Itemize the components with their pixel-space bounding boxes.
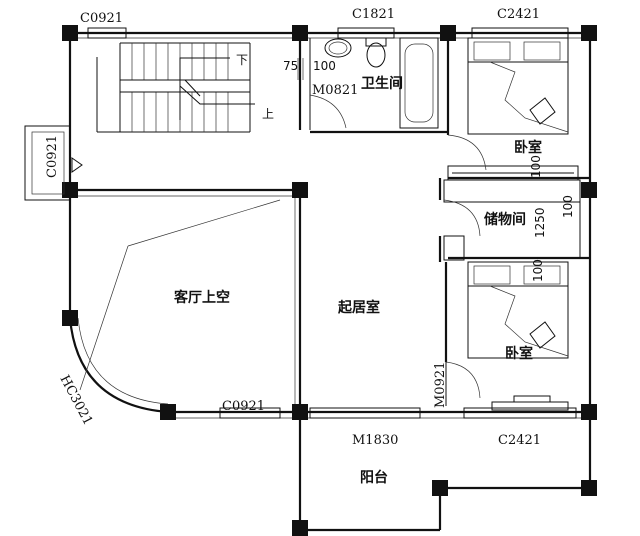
door-code-m1830: M1830: [352, 433, 398, 448]
room-bathroom-label: 卫生间: [361, 75, 403, 92]
window-code-c0921-bottom: C0921: [222, 399, 265, 414]
opening-labels: C0921 C1821 C2421 C0921 C0921 M0821 M092…: [45, 7, 541, 448]
window-code-c1821: C1821: [352, 7, 395, 22]
window-code-c2421-bottom: C2421: [498, 433, 541, 448]
door-code-m0921: M0921: [433, 362, 448, 408]
room-storage-label: 储物间: [483, 211, 526, 228]
room-living-void-label: 客厅上空: [173, 289, 230, 306]
columns: [62, 25, 597, 536]
dim-100-bath: 100: [313, 59, 336, 73]
room-labels: 卫生间 卧室 储物间 卧室 客厅上空 起居室 阳台: [173, 75, 542, 486]
bathroom-fixtures: [309, 37, 439, 130]
window-code-hc3021: HC3021: [56, 373, 95, 428]
staircase: [96, 42, 255, 133]
stair-labels: 下 上: [236, 53, 274, 121]
door-code-m0821: M0821: [312, 83, 358, 98]
room-bedroom-bottom-label: 卧室: [505, 345, 533, 362]
side-bay-window: [24, 125, 83, 201]
window-code-c0921-top: C0921: [80, 11, 123, 26]
window-code-c2421-top: C2421: [497, 7, 540, 22]
wall-windows: [87, 27, 577, 419]
dim-100-wardrobe: 100: [529, 155, 543, 178]
room-bedroom-top-label: 卧室: [514, 139, 542, 156]
dim-100-bed2: 100: [531, 259, 545, 282]
storage-area: [443, 179, 581, 261]
stair-down-label: 下: [236, 53, 248, 67]
room-balcony-label: 阳台: [360, 469, 388, 486]
dim-1250: 1250: [533, 207, 547, 238]
dim-100-storage: 100: [561, 195, 575, 218]
stair-up-label: 上: [262, 107, 274, 121]
dim-75: 75: [283, 59, 298, 73]
bed-top: [447, 37, 579, 181]
void-lines: [79, 199, 281, 391]
walls: [68, 31, 592, 532]
bed-bottom: [445, 261, 569, 411]
room-family-label: 起居室: [337, 299, 380, 316]
dimension-labels: 75 100 100 100 1250 100: [283, 58, 575, 282]
window-code-c0921-side: C0921: [45, 135, 60, 178]
